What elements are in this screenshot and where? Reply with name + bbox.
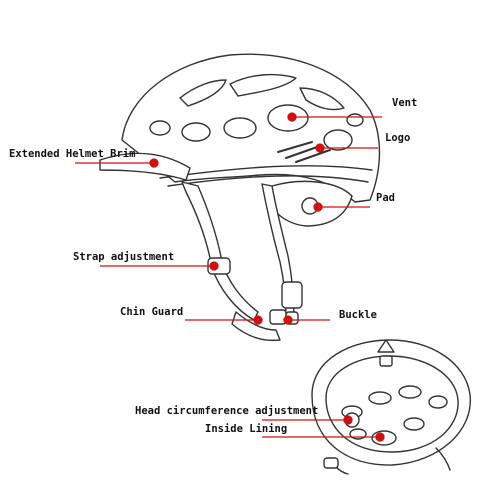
helmet-inside-view — [311, 339, 471, 475]
label-strap: Strap adjustment — [73, 251, 175, 263]
label-head-adjust: Head circumference adjustment — [135, 405, 319, 417]
brim-dot — [149, 158, 159, 168]
label-logo: Logo — [385, 132, 411, 144]
label-pad: Pad — [376, 192, 395, 204]
strap-dot — [209, 261, 219, 271]
logo-mark — [277, 141, 331, 163]
lining-dot — [375, 432, 385, 442]
head-adjust-dot — [343, 415, 353, 425]
chin-guard-piece — [231, 311, 281, 342]
vent-dot — [287, 112, 297, 122]
pad-dot — [313, 202, 323, 212]
label-buckle: Buckle — [339, 309, 377, 321]
label-vent: Vent — [392, 97, 418, 109]
helmet-brim — [99, 152, 191, 181]
label-chin: Chin Guard — [120, 306, 184, 318]
label-lining: Inside Lining — [205, 423, 288, 435]
helmet-vents — [149, 73, 364, 151]
rear-pad — [267, 180, 353, 227]
label-brim: Extended Helmet Brim — [9, 148, 136, 160]
front-strap — [181, 181, 259, 321]
logo-dot — [315, 143, 325, 153]
chin-dot — [253, 315, 263, 325]
buckle-dot — [283, 315, 293, 325]
